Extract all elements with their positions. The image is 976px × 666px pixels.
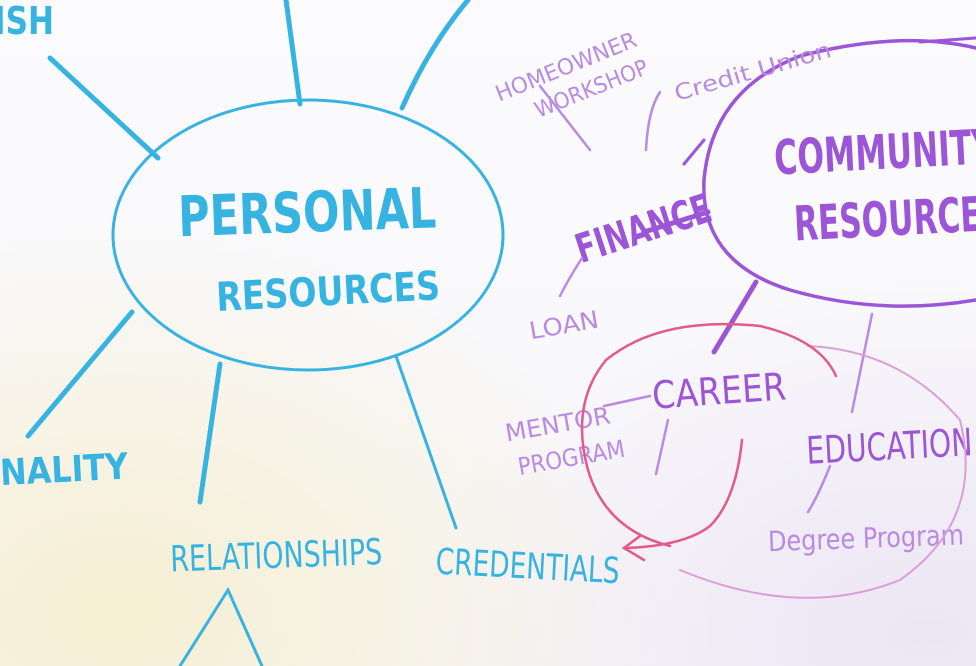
connector-education <box>850 312 874 414</box>
personal-resources-group: PERSONAL RESOURCES ISH NALITY RELATIONSH… <box>0 0 621 666</box>
personal-resources-bubble <box>111 98 505 372</box>
label-career: CAREER <box>651 364 788 417</box>
career-arrow-group <box>580 322 838 562</box>
label-credit-union: Credit Union <box>672 38 835 107</box>
connector-finance <box>641 209 711 235</box>
community-resources-title-line1: COMMUNITY <box>773 119 976 186</box>
career-loop <box>580 322 838 548</box>
outer-loop-career-education <box>679 345 967 599</box>
connector-homeowner <box>538 84 592 152</box>
label-loan: LOAN <box>527 306 601 346</box>
arrow-head <box>621 534 646 562</box>
spoke-relationships <box>197 361 223 505</box>
community-top-edge <box>918 36 976 44</box>
connector-mentor <box>602 394 652 408</box>
community-resources-bubble <box>702 38 976 308</box>
label-credentials: CREDENTIALS <box>435 542 621 593</box>
connector-career <box>711 279 759 355</box>
personal-resources-title-line2: RESOURCES <box>215 263 441 321</box>
spoke-top-right <box>399 0 471 111</box>
personal-resources-title-line1: PERSONAL <box>177 176 437 250</box>
spoke-top <box>283 0 303 107</box>
arrow-to-credentials <box>624 438 744 550</box>
label-education: EDUCATION <box>805 420 973 473</box>
community-resources-title-line2: RESOURCES <box>793 186 976 253</box>
label-top-left-partial: ISH <box>0 0 54 43</box>
label-finance: FINANCE <box>570 186 717 273</box>
spoke-credentials <box>394 354 458 530</box>
connector-loan <box>558 256 584 298</box>
spoke-relationships-below <box>178 586 264 666</box>
spoke-top-left <box>47 55 161 161</box>
spoke-left <box>25 309 135 439</box>
connector-credit-union <box>644 90 662 152</box>
connector-degree <box>806 464 832 514</box>
label-relationships: RELATIONSHIPS <box>170 532 383 580</box>
label-degree-program: Degree Program <box>767 518 964 558</box>
connector-finance-upper <box>682 138 706 166</box>
community-resources-group: COMMUNITY RESOURCES FINANCE HOMEOWNER WO… <box>492 28 976 599</box>
connector-career-down <box>654 418 670 476</box>
label-personality-partial: NALITY <box>0 446 130 494</box>
